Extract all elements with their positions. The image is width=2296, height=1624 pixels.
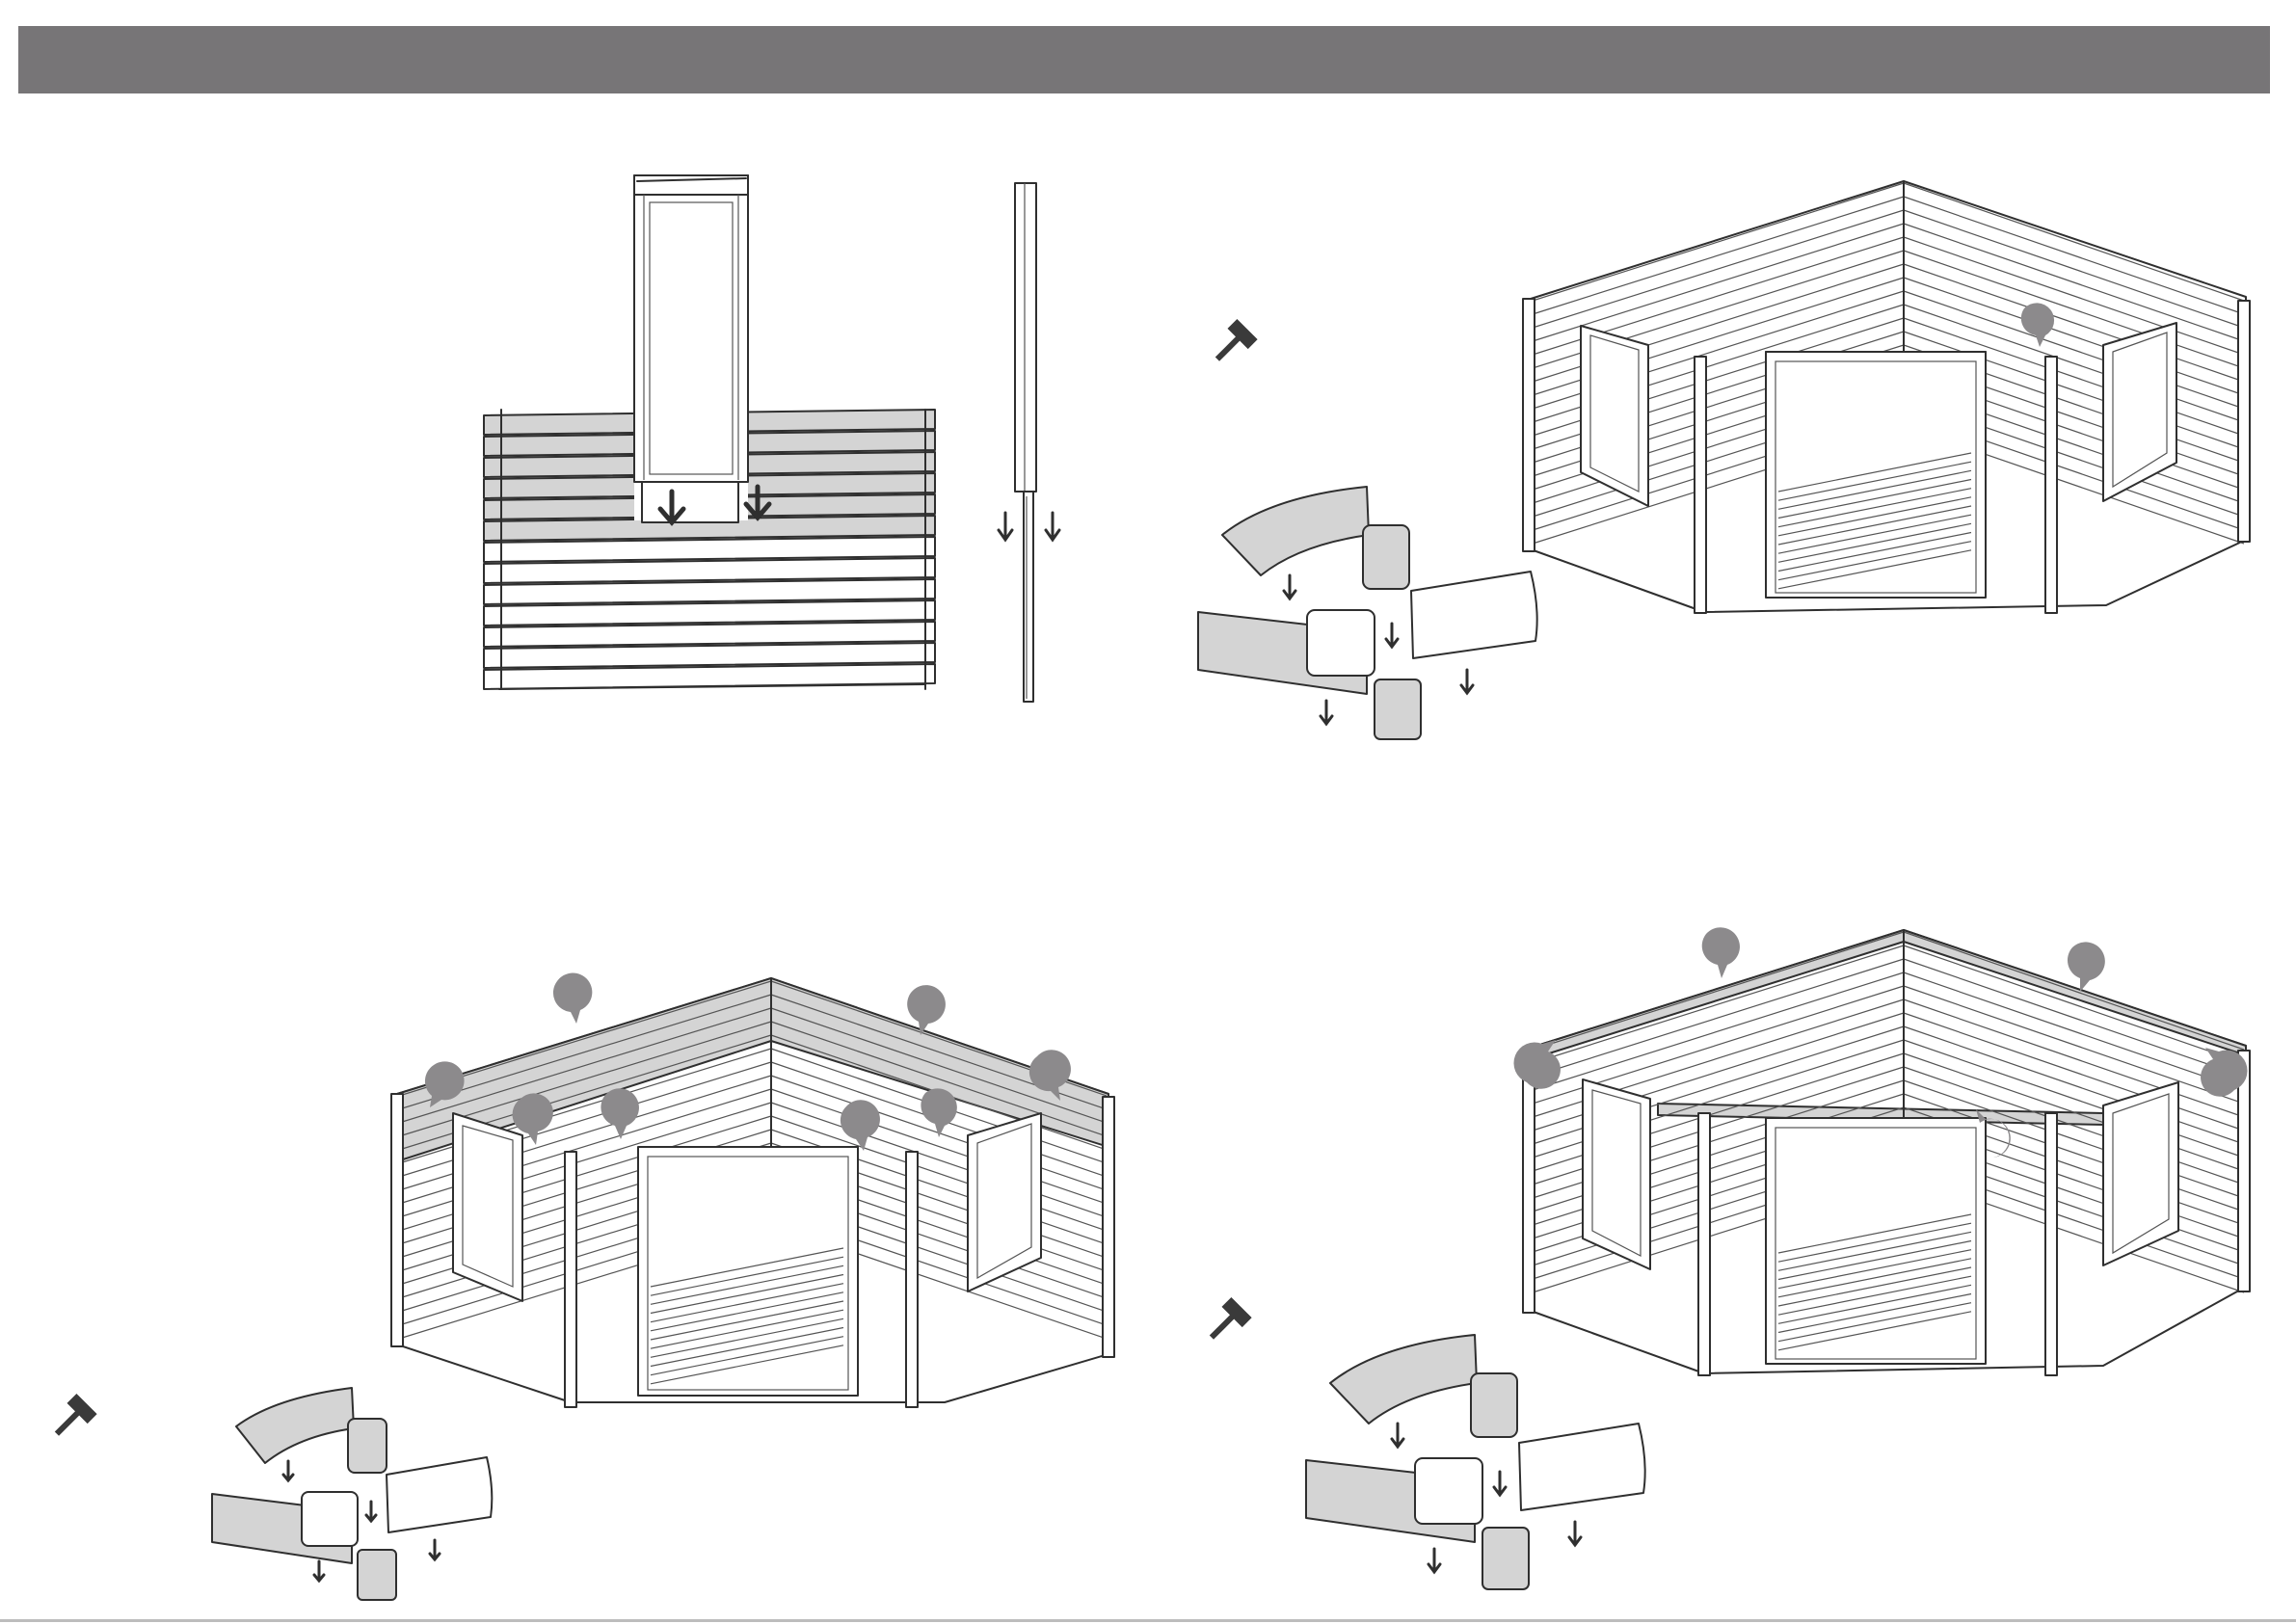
hammer-icon xyxy=(46,1388,104,1446)
cabin-walls xyxy=(1523,181,2250,613)
corner-cabin-step-c xyxy=(1513,920,2256,1383)
window-frame xyxy=(634,175,748,482)
bottom-rule xyxy=(0,1619,2296,1622)
cabin-walls xyxy=(1523,930,2250,1375)
fixing-strip xyxy=(999,183,1059,702)
log-joint-detail xyxy=(207,1388,496,1600)
header-bar xyxy=(18,26,2270,93)
window-wall-figure xyxy=(463,164,1060,713)
corner-cabin-step-a xyxy=(1513,173,2256,626)
corner-cabin-step-b xyxy=(386,964,1128,1417)
log-joint-detail xyxy=(1301,1335,1648,1595)
hammer-icon xyxy=(1201,1291,1259,1349)
hammer-icon xyxy=(1207,313,1265,371)
log-joint-detail xyxy=(1193,487,1540,737)
cabin-walls xyxy=(391,978,1114,1407)
